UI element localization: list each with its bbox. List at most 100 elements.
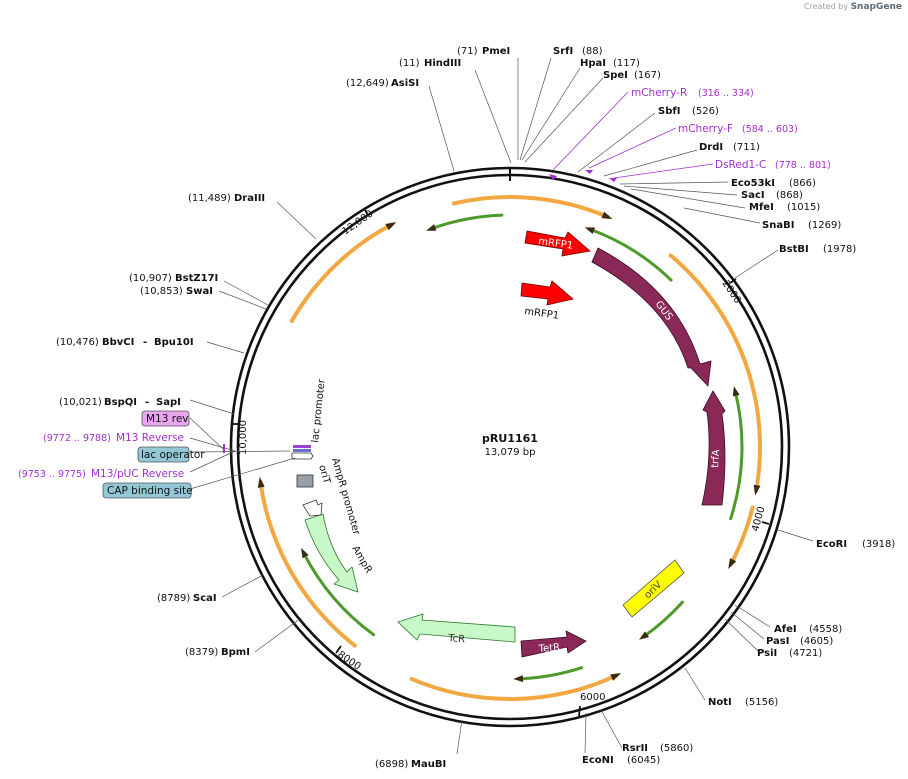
site-spei-pos: (167) [634,70,661,81]
ampr-arrow [304,513,359,593]
tick-label-6000: 6000 [580,692,605,703]
site-bpu10i-name: Bpu10I [154,337,194,348]
ampr-promoter-label: AmpR promoter [329,457,362,537]
green-arc-2-head [584,227,596,234]
orit-label: oriT [316,464,332,486]
trfa-arrow [701,390,726,506]
site-rsrii-name: RsrII [622,743,648,754]
lac-operator-mark [293,449,311,452]
primer-leaders [552,91,714,179]
site-mfei-pos: (1015) [787,202,820,213]
site-hindiii-pos: (11) [399,58,420,69]
site-bpu10i-dash: - [143,337,147,348]
orf-arc-3 [728,505,755,567]
oriv-box [622,559,685,618]
orf-arc-1-head [601,211,613,219]
site-drdi-name: DrdI [699,142,723,153]
tcr-arrow [397,613,516,643]
orf-arc-5 [258,480,357,648]
green-arc-5-head [513,675,524,683]
mrfp1-inner-label: mRFP1 [524,306,560,322]
site-bstbi-name: BstBI [779,244,809,255]
orf-arc-4 [409,673,619,701]
lac-operator-label: lac operator [141,449,205,461]
orf-arc-6 [289,222,394,323]
site-asisi-pos: (12,649) [346,78,389,89]
tick-label-2000: 2000 [720,279,743,306]
site-psii-name: PsiI [757,648,777,659]
green-arc-6-head [301,547,309,559]
site-eco53ki-pos: (866) [789,178,816,189]
primer-m13puc-reverse-range: (9753 .. 9775) [18,469,86,480]
lac-promoter-label: lac promoter [310,378,328,444]
site-bpmi-pos: (8379) [185,647,218,658]
boxed-feature-labels: M13 rev lac operator CAP binding site [102,410,205,499]
site-bstz17i-name: BstZ17I [175,273,218,284]
site-hpai-pos: (117) [613,58,640,69]
tetr-arrow [520,630,587,658]
site-sapi-dash: - [145,397,149,408]
site-sbfi-pos: (526) [692,106,719,117]
site-saci-name: SacI [741,190,765,201]
site-pmei-pos: (71) [457,46,478,57]
site-bbvci-name: BbvCI [102,337,134,348]
mrfp1-outer-label: mRFP1 [538,236,574,252]
orf-arc-2 [668,253,762,493]
green-arc-2 [587,227,673,282]
primer-m13puc-reverse-name: M13/pUC Reverse [91,468,184,480]
plasmid-size: 13,079 bp [485,447,536,458]
site-bstz17i-pos: (10,907) [129,273,172,284]
site-bpmi-name: BpmI [221,647,250,658]
green-arc-3-head [732,386,740,397]
green-arc-1 [429,213,504,231]
site-draiii-name: DraIII [234,193,265,204]
site-econi-pos: (6045) [627,755,660,766]
orf-arc-6-head [385,222,397,231]
site-scai-name: ScaI [193,593,217,604]
orf-arc-5-head [257,476,265,488]
site-psii-pos: (4721) [789,648,822,659]
snapgene-credit: Created by SnapGene [804,2,902,12]
site-pasi-name: PasI [766,636,789,647]
site-scai-pos: (8789) [157,593,190,604]
primer-labels: mCherry-R (316 .. 334) mCherry-F (584 ..… [18,87,831,480]
snapgene-brand: SnapGene [850,2,902,12]
site-pasi-pos: (4605) [800,636,833,647]
site-draiii-pos: (11,489) [188,193,231,204]
site-swai-pos: (10,853) [140,286,183,297]
green-arc-3 [729,389,744,521]
primer-marks [223,170,617,453]
primer-dsred1-c-name: DsRed1-C [715,159,766,171]
site-drdi-pos: (711) [733,142,760,153]
trfa-label: trfA [710,449,722,468]
primer-m13-reverse-range: (9772 .. 9788) [43,433,111,444]
site-bspqi-name: BspQI [104,397,137,408]
created-by-label: Created by [804,2,849,11]
site-maubi-name: MauBI [411,759,446,770]
site-ecori-pos: (3918) [862,539,895,550]
site-eco53ki-name: Eco53kI [731,178,775,189]
mrfp1-arrow-inner [520,280,574,306]
site-pmei-name: PmeI [482,46,510,57]
site-asisi-name: AsiSI [391,78,419,89]
site-swai-name: SwaI [186,286,213,297]
site-econi-name: EcoNI [582,755,614,766]
orf-arc-2-head [753,484,761,496]
site-labels: (11) HindIII (71) PmeI SrfI (88) HpaI (1… [56,46,895,770]
site-snabi-name: SnaBI [762,220,794,231]
site-saci-pos: (868) [776,190,803,201]
site-noti-name: NotI [708,697,732,708]
site-hpai-name: HpaI [580,58,606,69]
site-ecori-name: EcoRI [816,539,847,550]
feature-arrows: mRFP1 GUS trfA oriV TetR TcR [291,230,726,658]
site-mfei-name: MfeI [749,202,774,213]
plasmid-name: pRU1161 [482,432,538,445]
tick-label-10000: 10,000 [238,420,249,455]
orf-arc-1 [451,195,610,219]
m13-rev-label: M13 rev [146,413,189,425]
lac-promoter-arrow [291,452,314,460]
cap-binding-site-label: CAP binding site [107,485,193,497]
site-srfi-name: SrfI [553,46,573,57]
site-bstbi-pos: (1978) [823,244,856,255]
